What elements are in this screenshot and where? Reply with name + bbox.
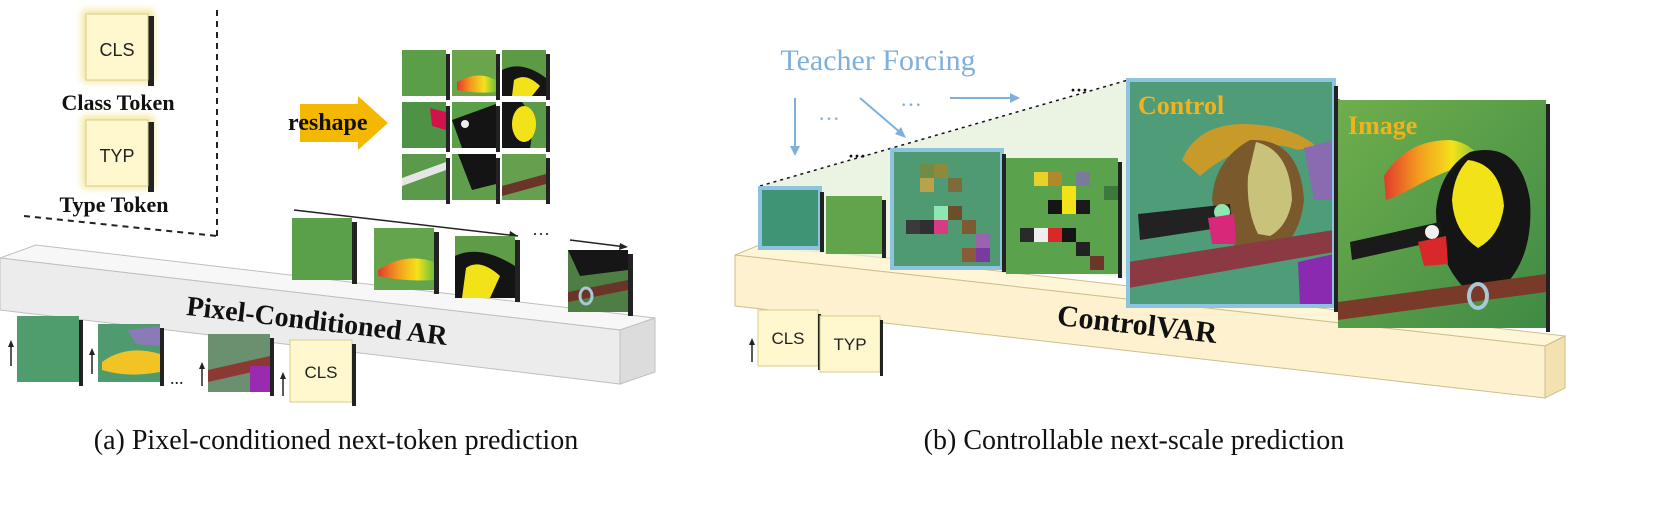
- input-patches: ... CLS: [8, 316, 356, 406]
- controlvar-typ-token: [819, 315, 881, 373]
- reshape-arrow: reshape: [288, 96, 388, 150]
- control-map-full: Control: [1126, 78, 1336, 308]
- pixel-conditioned-ar-bar: Pixel-Conditioned AR: [0, 244, 656, 385]
- output-patches: [292, 218, 633, 316]
- caption-a: (a) Pixel-conditioned next-token predict…: [94, 425, 578, 456]
- image-token-scale-1: [826, 196, 882, 254]
- control-token-scale-1: [758, 186, 822, 250]
- token-legend: CLS Class Token TYP Type Token: [23, 10, 218, 237]
- image-label: Image: [1348, 111, 1417, 140]
- controlvar-input-tokens: CLS TYP: [749, 309, 883, 376]
- scale-ellipsis-2: ···: [1070, 80, 1088, 100]
- teacher-dots-1: ···: [818, 106, 840, 131]
- output-ellipsis: ···: [532, 224, 550, 244]
- legend-divider-horizontal: [23, 215, 218, 237]
- reshape-arrow-icon: [300, 96, 388, 150]
- controlvar-typ-label: TYP: [833, 335, 866, 354]
- input-cls-label: CLS: [304, 363, 337, 382]
- input-segmap-1: [17, 316, 79, 382]
- image-token-scale-2: [1006, 158, 1118, 274]
- cls-token-label: CLS: [99, 40, 134, 60]
- output-sequence-arrow-2: [569, 239, 627, 248]
- typ-token-icon: [85, 119, 149, 187]
- reshape-label: reshape: [288, 110, 368, 136]
- control-label: Control: [1138, 91, 1224, 120]
- controlvar-cls-label: CLS: [771, 329, 804, 348]
- scale-ellipsis-1: ···: [848, 146, 866, 166]
- output-patch-1: [292, 218, 352, 280]
- teacher-forcing-label: Teacher Forcing: [780, 44, 975, 77]
- input-ellipsis: ...: [170, 368, 184, 388]
- output-patch-2: [374, 228, 434, 290]
- caption-b: (b) Controllable next-scale prediction: [924, 425, 1345, 456]
- scale-tokens: [758, 148, 1122, 278]
- toucan-image-full: Image: [1338, 100, 1546, 328]
- type-token-caption: Type Token: [59, 192, 168, 217]
- patch-grid: [402, 50, 550, 204]
- teacher-forcing-arrows: ··· ···: [790, 92, 1020, 156]
- controlvar-cls-token: [757, 309, 819, 367]
- control-token-scale-2: [890, 148, 1004, 270]
- cls-token-icon: [85, 13, 149, 81]
- teacher-dots-2: ···: [900, 92, 922, 117]
- output-sequence-arrow: [293, 209, 519, 237]
- class-token-caption: Class Token: [61, 90, 174, 115]
- typ-token-label: TYP: [99, 146, 134, 166]
